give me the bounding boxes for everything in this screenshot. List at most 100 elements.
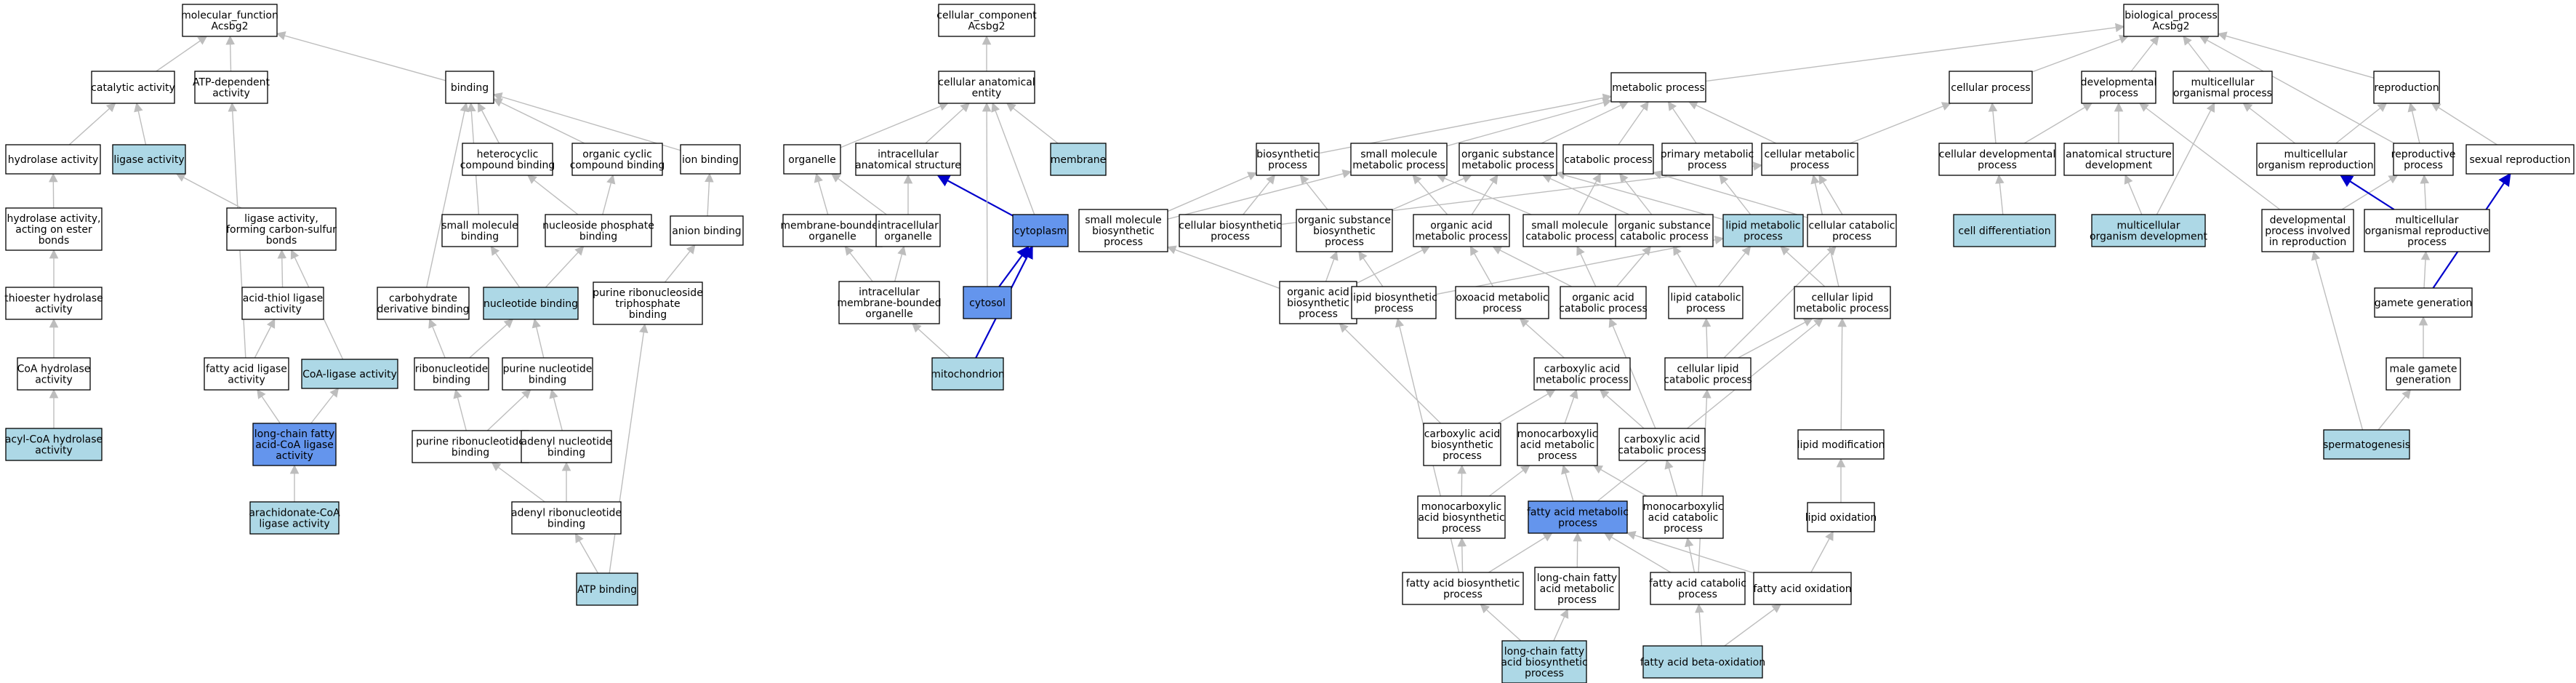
term-node-binding[interactable]: binding	[445, 71, 494, 104]
term-node-spermato[interactable]: spermatogenesis	[2323, 429, 2410, 460]
term-node-fa-beta[interactable]: fatty acid beta-oxidation	[1640, 645, 1765, 679]
term-node-repro[interactable]: reproduction	[2373, 71, 2440, 104]
term-node-gamete-gen[interactable]: gamete generation	[2374, 287, 2473, 318]
term-node-ligase[interactable]: ligase activity	[112, 144, 186, 175]
term-node-cellular-p[interactable]: cellular process	[1949, 71, 2033, 104]
term-node-catalytic[interactable]: catalytic activity	[91, 71, 175, 104]
term-node-ion[interactable]: ion binding	[680, 144, 741, 175]
term-node-cytosol[interactable]: cytosol	[963, 286, 1012, 319]
term-node-membrane[interactable]: membrane	[1050, 143, 1107, 176]
term-label-line: activity	[276, 450, 313, 462]
term-node-organelle[interactable]: organelle	[783, 144, 841, 175]
term-node-cytoplasm[interactable]: cytoplasm	[1012, 214, 1069, 247]
term-node-hydrolase[interactable]: hydrolase activity	[5, 144, 101, 175]
term-node-coa-ligase[interactable]: CoA-ligase activity	[301, 359, 398, 389]
term-node-lipid-ox[interactable]: lipid oxidation	[1805, 502, 1877, 532]
term-node-mito[interactable]: mitochondrion	[931, 357, 1005, 391]
term-node-anion[interactable]: anion binding	[670, 215, 744, 246]
term-node-sexual[interactable]: sexual reproduction	[2465, 144, 2575, 175]
term-node-lipid-mod[interactable]: lipid modification	[1797, 429, 1885, 460]
term-node-catabolic[interactable]: catabolic process	[1562, 144, 1654, 175]
term-node-metabolic[interactable]: metabolic process	[1610, 72, 1706, 103]
term-node-atp-b[interactable]: ATP binding	[576, 572, 638, 606]
edge-oxoacid-to-org_acid_met	[1469, 245, 1494, 287]
term-node-cell-diff[interactable]: cell differentiation	[1953, 214, 2056, 247]
term-node-fa-ox[interactable]: fatty acid oxidation	[1753, 572, 1852, 605]
term-box	[2256, 143, 2375, 176]
edge-spermato-to-dev_repro	[2311, 250, 2364, 431]
term-node-nucleotide-b[interactable]: nucleotide binding	[483, 287, 579, 320]
